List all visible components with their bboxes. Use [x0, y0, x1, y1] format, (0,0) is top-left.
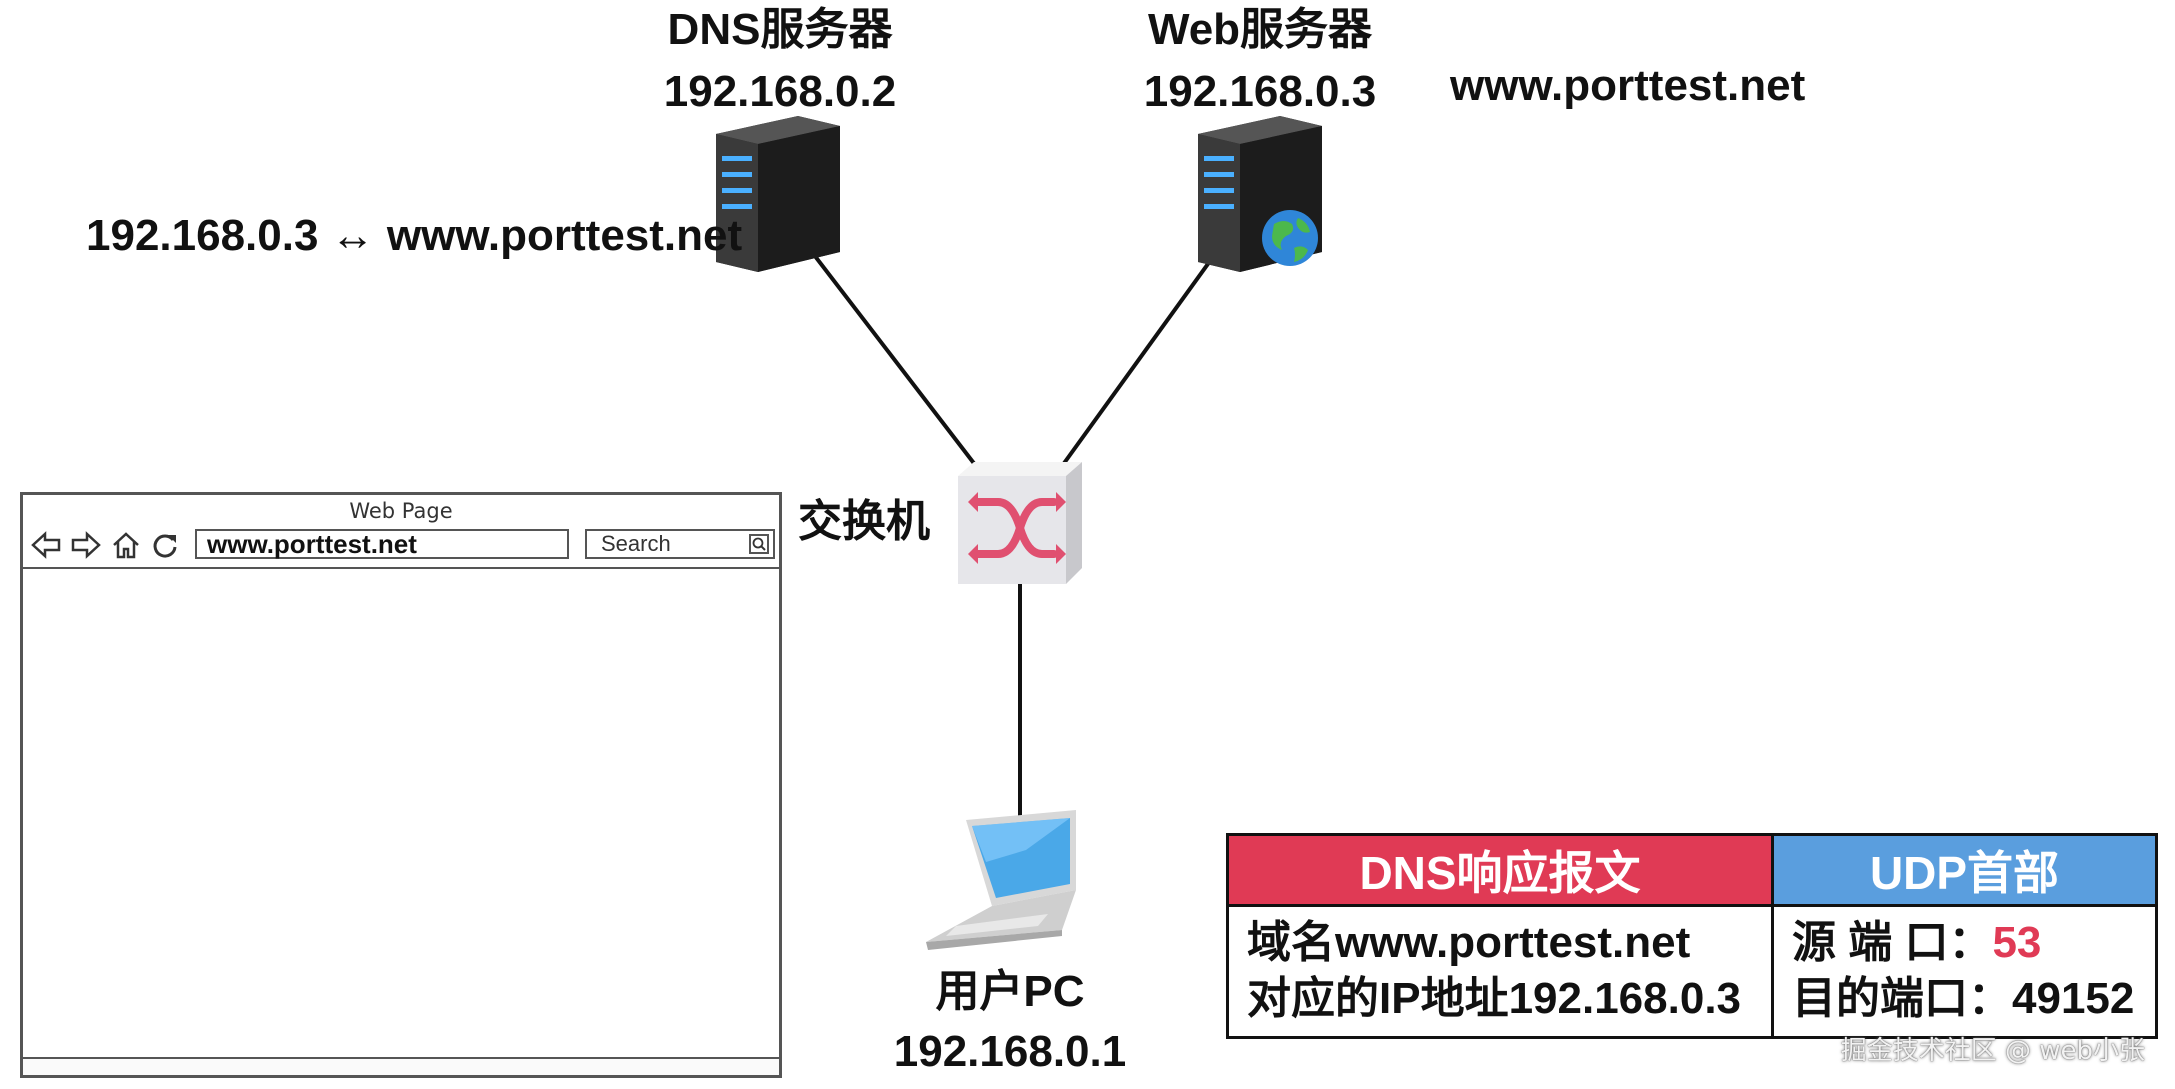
home-icon[interactable] [111, 531, 141, 565]
web-server-globe-icon [1198, 116, 1334, 272]
dns-message-section: DNS响应报文 域名www.porttest.net 对应的IP地址192.16… [1229, 836, 1774, 1036]
user-pc-ip: 192.168.0.1 [893, 1027, 1127, 1076]
dst-port-value: 49152 [2012, 974, 2135, 1023]
dns-message-body: 域名www.porttest.net 对应的IP地址192.168.0.3 [1229, 907, 1771, 1036]
dns-record-mapping: 192.168.0.3 ↔ www.porttest.net [86, 211, 743, 260]
browser-content-area [23, 567, 779, 1057]
udp-header-body: 源 端 口：53 目的端口：49152 [1774, 907, 2155, 1036]
web-server-domain: www.porttest.net [1450, 61, 1806, 110]
refresh-icon[interactable] [151, 531, 179, 565]
browser-window: Web Page www.porttest.net Search [20, 492, 782, 1078]
browser-status-bar [23, 1057, 779, 1075]
dns-response-packet: DNS响应报文 域名www.porttest.net 对应的IP地址192.16… [1226, 833, 2158, 1039]
browser-title: Web Page [349, 499, 453, 523]
udp-header-title: UDP首部 [1774, 836, 2155, 907]
dns-ip-line: 对应的IP地址192.168.0.3 [1247, 974, 1742, 1023]
back-arrow-icon[interactable] [31, 531, 61, 565]
udp-dst-port-line: 目的端口：49152 [1792, 971, 2155, 1027]
dns-domain-line: 域名www.porttest.net [1247, 918, 1691, 967]
dst-port-label: 目的端口： [1792, 974, 2012, 1023]
src-port-value: 53 [1992, 918, 2042, 967]
forward-arrow-icon[interactable] [71, 531, 101, 565]
web-server-ip: 192.168.0.3 [1143, 67, 1377, 116]
switch-label: 交换机 [798, 497, 930, 546]
laptop-icon [926, 810, 1078, 956]
address-bar[interactable]: www.porttest.net [195, 529, 569, 559]
udp-header-section: UDP首部 源 端 口：53 目的端口：49152 [1774, 836, 2155, 1036]
dns-message-header: DNS响应报文 [1229, 836, 1771, 907]
src-port-label: 源 端 口： [1792, 918, 1993, 967]
search-input[interactable]: Search [585, 529, 775, 559]
watermark: 掘金技术社区 @ web小张 [1840, 1036, 2145, 1066]
user-pc-name: 用户PC [935, 967, 1085, 1016]
udp-src-port-line: 源 端 口：53 [1792, 915, 2155, 971]
switch-arrows-icon [958, 462, 1082, 584]
search-placeholder: Search [601, 531, 671, 556]
link-web-switch [1060, 248, 1220, 468]
link-dns-switch [806, 245, 978, 468]
dns-server-ip: 192.168.0.2 [663, 67, 897, 116]
web-server-name: Web服务器 [1147, 5, 1373, 54]
search-icon[interactable] [749, 534, 769, 554]
server-icon [716, 116, 844, 272]
dns-server-name: DNS服务器 [667, 5, 893, 54]
